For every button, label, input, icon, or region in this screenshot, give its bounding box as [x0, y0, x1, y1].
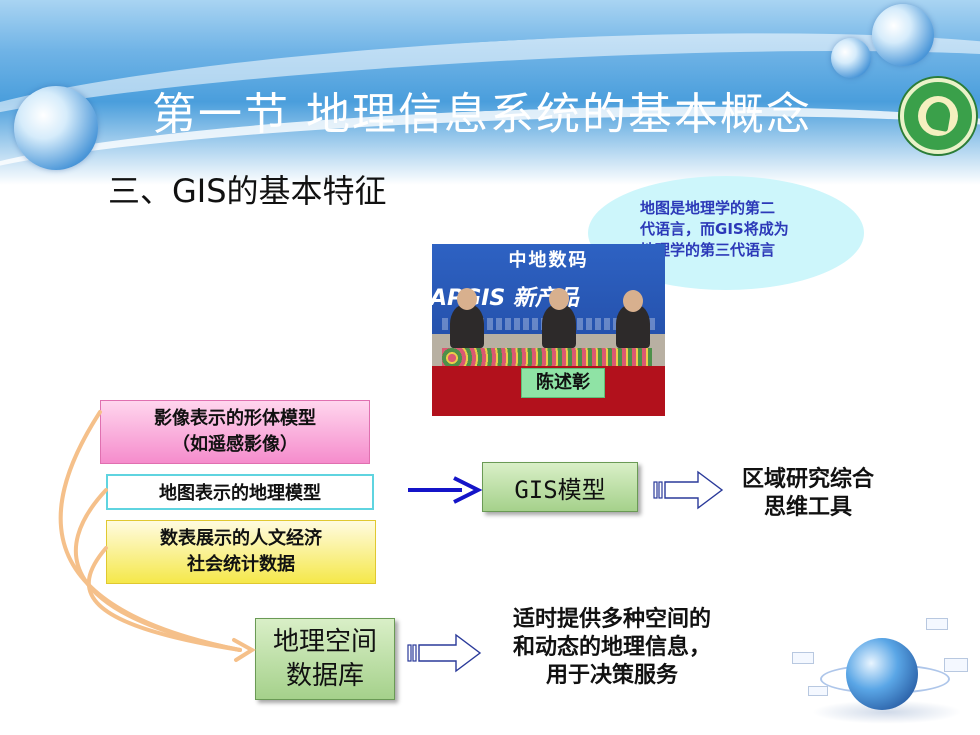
conference-photo-icon: 中地数码 APGIS 新产品: [432, 244, 665, 416]
orb-large-icon: [872, 4, 934, 66]
globe-card: [926, 618, 948, 630]
curve-from-statistics: [86, 546, 242, 652]
block-arrow-database-icon: [407, 633, 482, 673]
person-figure: [450, 304, 484, 348]
source-line: 社会统计数据: [187, 554, 295, 575]
callout-line: 地理学的第三代语言: [640, 241, 776, 259]
source-box-imagery: 影像表示的形体模型 （如遥感影像）: [100, 400, 370, 464]
regional-tool-line: 思维工具: [763, 495, 852, 520]
source-box-map: 地图表示的地理模型: [106, 474, 374, 510]
globe-card: [808, 686, 828, 696]
section-subheading: 三、GIS的基本特征: [108, 172, 387, 210]
database-line: 地理空间: [272, 627, 377, 657]
block-arrow-gis-icon: [653, 470, 724, 510]
university-emblem-icon: [900, 78, 976, 154]
person-head: [549, 288, 569, 310]
photo-banner-top: 中地数码: [508, 250, 589, 271]
curve-from-map: [73, 488, 242, 652]
globe-card: [944, 658, 968, 672]
photo-label: 陈述彰: [521, 368, 605, 398]
database-line: 数据库: [285, 661, 364, 691]
gis-model-box: GIS模型: [482, 462, 638, 512]
source-line: 地图表示的地理模型: [159, 483, 321, 504]
header-band: [0, 0, 980, 185]
source-line: 数表展示的人文经济: [160, 528, 322, 549]
source-line: 影像表示的形体模型: [154, 408, 316, 429]
person-figure: [542, 304, 576, 348]
regional-tool-text: 区域研究综合 思维工具: [728, 466, 888, 522]
regional-tool-line: 区域研究综合: [741, 467, 874, 492]
blue-arrowhead-icon: [453, 476, 483, 504]
source-box-statistics: 数表展示的人文经济 社会统计数据: [106, 520, 376, 584]
slide-title: 第一节 地理信息系统的基本概念: [152, 89, 812, 140]
globe-card: [792, 652, 814, 664]
timely-info-line: 适时提供多种空间的: [512, 607, 711, 632]
curve-from-imagery: [58, 410, 242, 652]
photo-flowers: [442, 348, 652, 370]
orb-left-icon: [14, 86, 98, 170]
timely-info-line: 和动态的地理信息，: [512, 635, 711, 660]
person-head: [457, 288, 477, 310]
callout-line: 地图是地理学的第二: [640, 199, 776, 217]
curve-arrowhead-icon: [232, 638, 256, 662]
callout-text: 地图是地理学的第二 代语言，而GIS将成为 地理学的第三代语言: [640, 198, 840, 261]
curve-connectors: [58, 410, 242, 652]
source-line: （如遥感影像）: [172, 434, 298, 455]
orb-small-icon: [831, 38, 871, 78]
spatial-database-box: 地理空间 数据库: [255, 618, 395, 700]
timely-info-text: 适时提供多种空间的 和动态的地理信息， 用于决策服务: [492, 606, 732, 690]
timely-info-line: 用于决策服务: [545, 663, 678, 688]
person-head: [623, 290, 643, 312]
gis-model-label: GIS模型: [514, 475, 606, 504]
callout-line: 代语言，而GIS将成为: [640, 220, 789, 238]
globe-network-icon: [846, 638, 918, 710]
